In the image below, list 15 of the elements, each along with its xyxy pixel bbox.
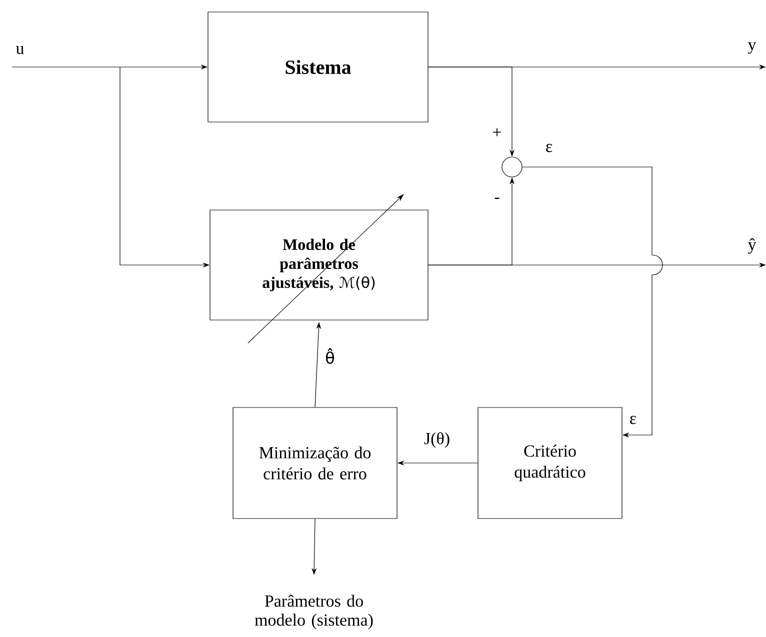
edge-label: + xyxy=(493,128,501,136)
arrow xyxy=(522,166,663,438)
edge-label: u xyxy=(16,46,24,54)
signal-label: ε xyxy=(630,416,636,424)
output-text: Parâmetros do modelo (sistema) xyxy=(254,594,373,630)
edge-label: y xyxy=(748,42,756,54)
process-box: Critério quadrático xyxy=(478,407,622,519)
edge-label: - xyxy=(494,198,500,199)
edge-label: ε xyxy=(546,144,552,152)
process-box: Minimização do critério de erro xyxy=(232,407,398,519)
edge-label: J(θ) xyxy=(424,432,450,448)
process-box: Sistema xyxy=(208,12,428,122)
edge-label: θ̂ xyxy=(326,348,334,364)
edge-label: ŷ xyxy=(748,238,756,254)
summing-junction xyxy=(502,156,522,178)
